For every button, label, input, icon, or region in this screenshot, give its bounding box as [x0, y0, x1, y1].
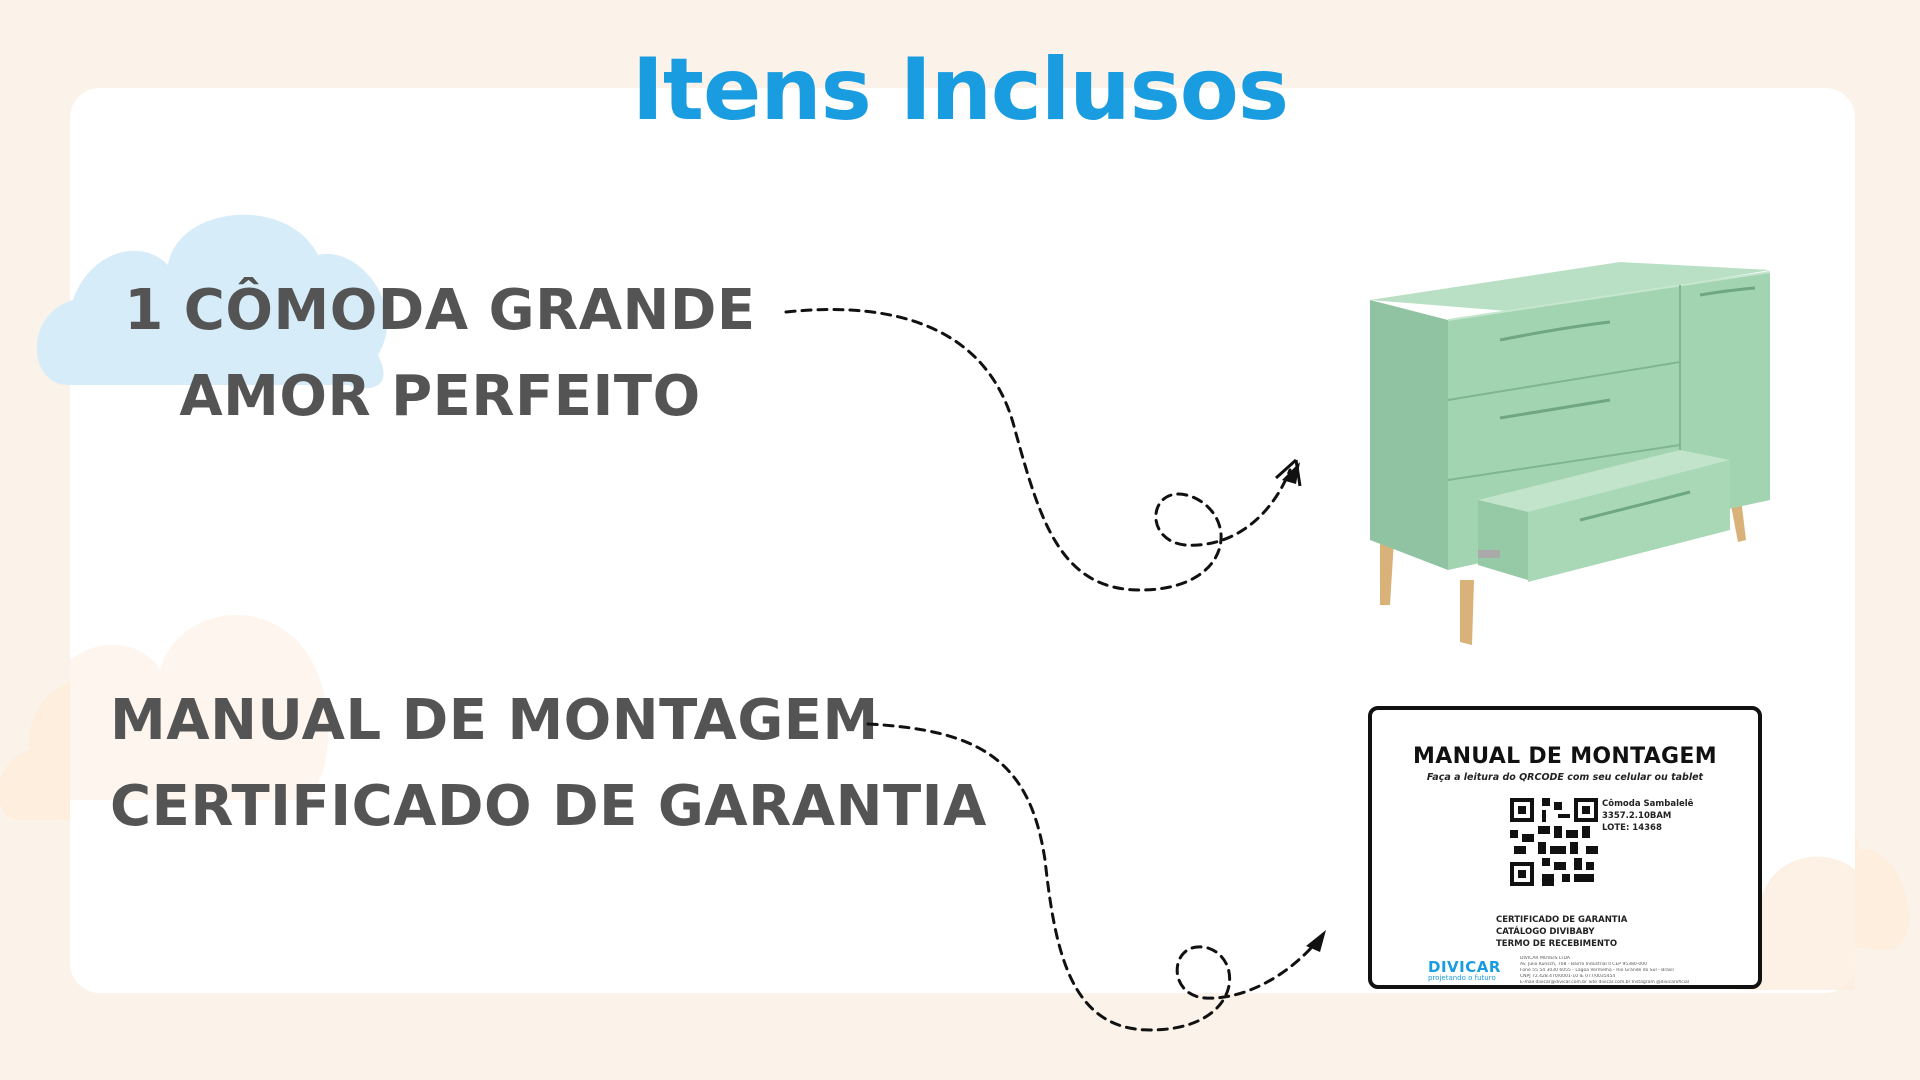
doc-item: TERMO DE RECEBIMENTO	[1496, 939, 1618, 949]
connector-path-2	[866, 722, 1322, 1032]
peach-cloud-card-left	[70, 615, 329, 800]
manual-card-product-info: Cômoda Sambalelê 3357.2.10BAM LOTE: 1436…	[1602, 798, 1693, 834]
item-manual-line2: CERTIFICADO DE GARANTIA	[110, 774, 987, 839]
page-title: Itens Inclusos	[631, 40, 1289, 140]
company-address: DIVICAR MÓVEIS LTDA Av. Julio Kunsch, 70…	[1520, 956, 1750, 986]
connector-path-1	[784, 308, 1292, 592]
product-code: 3357.2.10BAM	[1602, 811, 1672, 821]
dresser-image	[1370, 262, 1771, 645]
qr-code-icon	[1510, 798, 1598, 886]
product-lot: LOTE: 14368	[1602, 823, 1662, 833]
item-dresser-line1: 1 CÔMODA GRANDE	[124, 278, 756, 343]
manual-card-subtitle: Faça a leitura do QRCODE com seu celular…	[1426, 772, 1704, 783]
address-line: E-mail divicar@divicar.com.br Site divic…	[1520, 980, 1689, 985]
item-manual-label: MANUAL DE MONTAGEM CERTIFICADO DE GARANT…	[110, 678, 987, 850]
item-dresser-line2: AMOR PERFEITO	[179, 364, 701, 429]
address-line: Fone 55 54 3030 6055 - Lagoa Vermelha - …	[1520, 968, 1674, 973]
item-manual-line1: MANUAL DE MONTAGEM	[110, 688, 879, 753]
item-dresser-label: 1 CÔMODA GRANDE AMOR PERFEITO	[110, 268, 770, 440]
brand-logo: DIVICAR	[1428, 958, 1501, 976]
doc-item: CATÁLOGO DIVIBABY	[1496, 927, 1595, 937]
arrow-tip-2	[1306, 930, 1326, 952]
address-line: CNPJ 72.428.470/0001-10 IE 077/0035454	[1520, 974, 1616, 979]
doc-item: CERTIFICADO DE GARANTIA	[1496, 915, 1628, 925]
manual-card-image: MANUAL DE MONTAGEM Faça a leitura do QRC…	[1368, 706, 1762, 989]
manual-card-docs: CERTIFICADO DE GARANTIA CATÁLOGO DIVIBAB…	[1496, 914, 1627, 950]
product-name: Cômoda Sambalelê	[1602, 799, 1694, 809]
arrow-tip-1	[1282, 462, 1300, 484]
blue-cloud	[36, 214, 388, 389]
address-line: DIVICAR MÓVEIS LTDA	[1520, 956, 1570, 961]
brand-tagline: projetando o futuro	[1428, 974, 1496, 982]
address-line: Av. Julio Kunsch, 708 - Bairro Industria…	[1520, 962, 1647, 967]
manual-card-title: MANUAL DE MONTAGEM	[1413, 744, 1717, 769]
